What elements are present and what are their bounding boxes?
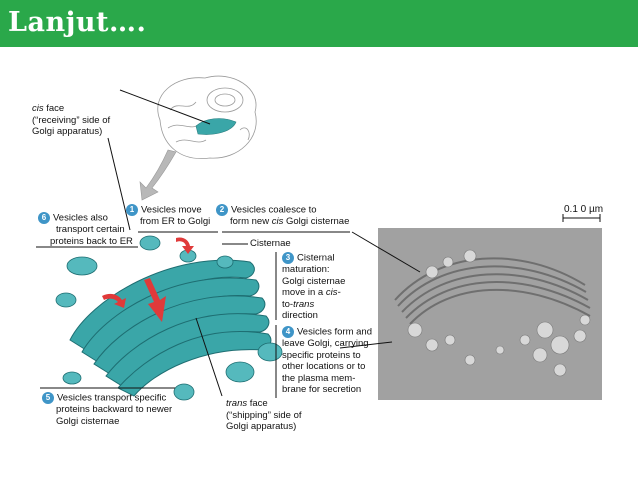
step-1-badge: 1 [126,204,138,216]
vesicles [55,235,283,401]
trans-face-label: trans face (“shipping” side of Golgi app… [226,398,302,432]
title-banner: Lanjut…. [0,0,638,47]
slide-title: Lanjut…. [8,7,147,38]
leader-lines [36,89,601,398]
zoom-arrow [139,149,177,201]
cell-sketch [157,75,257,159]
cisternae-label: Cisternae [250,238,291,249]
cis-face-label: cis face (“receiving” side of Golgi appa… [32,103,111,137]
step-3-badge: 3 [282,252,294,264]
step-5-badge: 5 [42,392,54,404]
micrograph [378,228,602,400]
scale-bar-label: 0.1 0 µm [564,204,604,215]
transport-arrows [102,237,194,322]
step-6-badge: 6 [38,212,50,224]
step-2-badge: 2 [216,204,228,216]
step-4-badge: 4 [282,326,294,338]
golgi-stack [69,259,272,397]
